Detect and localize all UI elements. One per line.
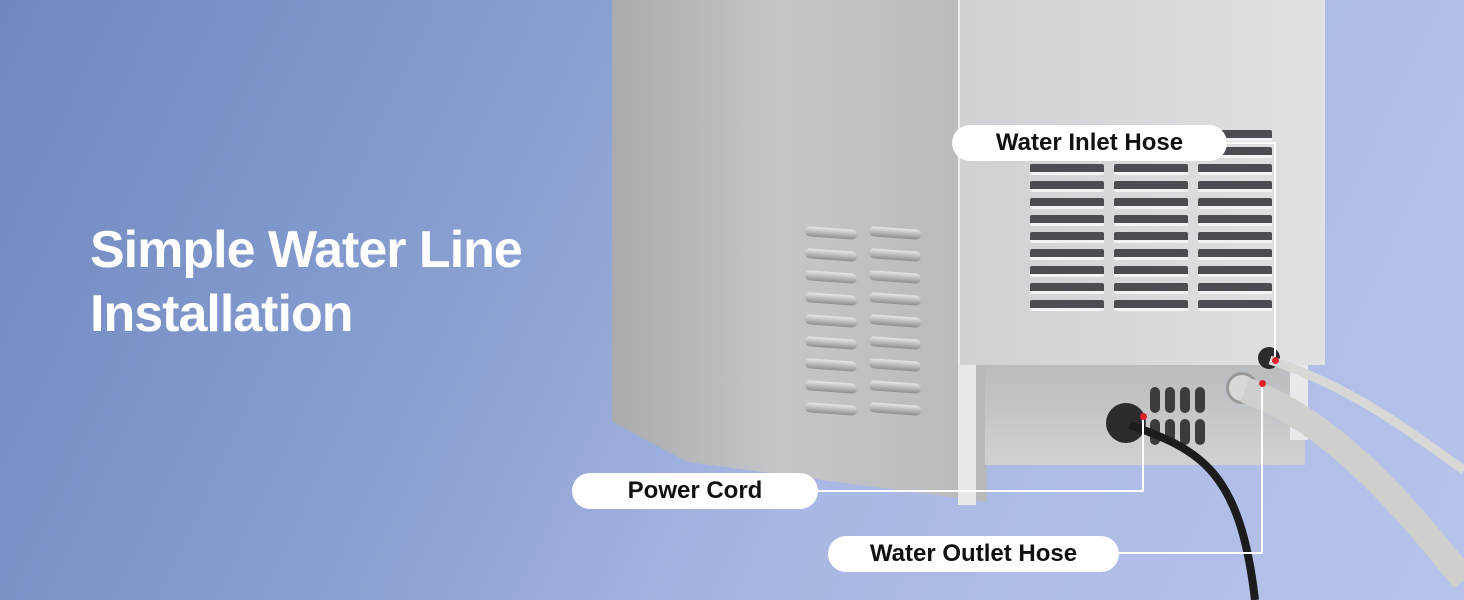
power-leader-line <box>816 416 1144 492</box>
water-inlet-hose-label: Water Inlet Hose <box>952 125 1227 161</box>
grille-slot <box>1114 232 1188 243</box>
grille-slot <box>1114 283 1188 294</box>
headline-line-2: Installation <box>90 285 353 343</box>
grille-slot <box>1030 215 1104 226</box>
inlet-hose <box>1268 355 1464 474</box>
grille-slot <box>1198 266 1272 277</box>
base-vent-slot <box>1180 419 1190 445</box>
grille-slot <box>1198 147 1272 158</box>
grille-slot <box>1114 164 1188 175</box>
grille-slot <box>1198 181 1272 192</box>
base-vent-slot <box>1165 419 1175 445</box>
power-cord-cable <box>1128 421 1259 600</box>
grille-slot <box>1198 164 1272 175</box>
grille-slot <box>1030 181 1104 192</box>
inlet-leader-line <box>1225 142 1276 360</box>
grille-slot <box>1114 215 1188 226</box>
power-marker-dot <box>1140 413 1147 420</box>
base-vent-slot <box>1165 387 1175 413</box>
grille-slot <box>1030 249 1104 260</box>
outlet-hose <box>1240 377 1464 589</box>
grille-slot <box>1114 249 1188 260</box>
grille-slot <box>1198 215 1272 226</box>
grille-slot <box>1030 198 1104 209</box>
grille-slot <box>1198 198 1272 209</box>
grille-slot <box>1114 266 1188 277</box>
left-leg <box>958 365 976 505</box>
headline: Simple Water Line Installation <box>90 218 523 346</box>
outlet-leader-line <box>1117 385 1263 554</box>
grille-slot <box>1198 130 1272 141</box>
grille-slot <box>1114 300 1188 311</box>
headline-line-1: Simple Water Line <box>90 221 523 279</box>
base-vent-slot <box>1195 387 1205 413</box>
power-cord-label: Power Cord <box>572 473 818 509</box>
grille-slot <box>1030 266 1104 277</box>
grille-slot <box>1114 181 1188 192</box>
base-vent-slot <box>1150 387 1160 413</box>
grille-slot <box>1114 198 1188 209</box>
grille-slot <box>1198 249 1272 260</box>
inlet-marker-dot <box>1272 357 1279 364</box>
power-port <box>1106 403 1146 443</box>
grille-slot <box>1198 300 1272 311</box>
appliance-side-panel <box>612 0 987 502</box>
grille-slot <box>1030 232 1104 243</box>
grille-slot <box>1030 283 1104 294</box>
base-vent-slot <box>1180 387 1190 413</box>
grille-slot <box>1030 300 1104 311</box>
grille-slot <box>1198 232 1272 243</box>
water-outlet-hose-label: Water Outlet Hose <box>828 536 1119 572</box>
outlet-marker-dot <box>1259 380 1266 387</box>
grille-slot <box>1198 283 1272 294</box>
grille-slot <box>1030 164 1104 175</box>
base-vent-slot <box>1195 419 1205 445</box>
